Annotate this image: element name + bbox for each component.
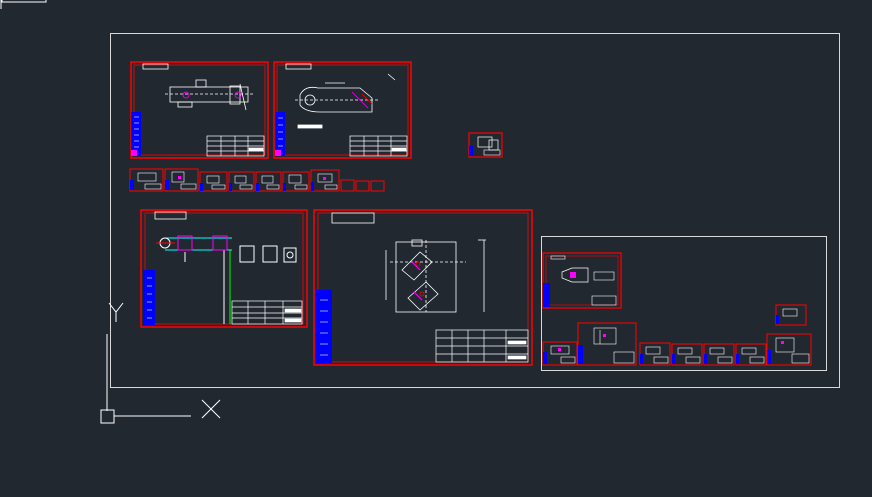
title-block <box>349 135 408 157</box>
fixture-drawing <box>385 239 486 313</box>
revision-strip <box>316 290 332 363</box>
revision-strip <box>143 270 155 325</box>
title-block <box>206 135 265 157</box>
sheet-right-large[interactable] <box>542 252 622 309</box>
cursor-fragment <box>0 0 47 9</box>
sheet-group-right[interactable] <box>541 236 827 371</box>
revision-strip <box>275 112 285 156</box>
revision-strip <box>131 112 141 156</box>
sheet-middle-1[interactable] <box>140 209 308 328</box>
assembly-drawing <box>156 235 297 324</box>
drawing-limits-border <box>110 33 840 388</box>
sheet-top-2[interactable] <box>273 61 412 159</box>
sheet-top-1[interactable] <box>130 61 269 159</box>
title-block <box>435 329 529 363</box>
part-drawing <box>295 73 396 129</box>
sheet-middle-2[interactable] <box>313 209 533 366</box>
title-block <box>231 300 303 325</box>
ucs-icon <box>100 302 221 424</box>
sheet-strip[interactable] <box>129 168 385 192</box>
sheet-tiny-isolated[interactable] <box>468 132 503 158</box>
part-drawing <box>165 79 253 111</box>
